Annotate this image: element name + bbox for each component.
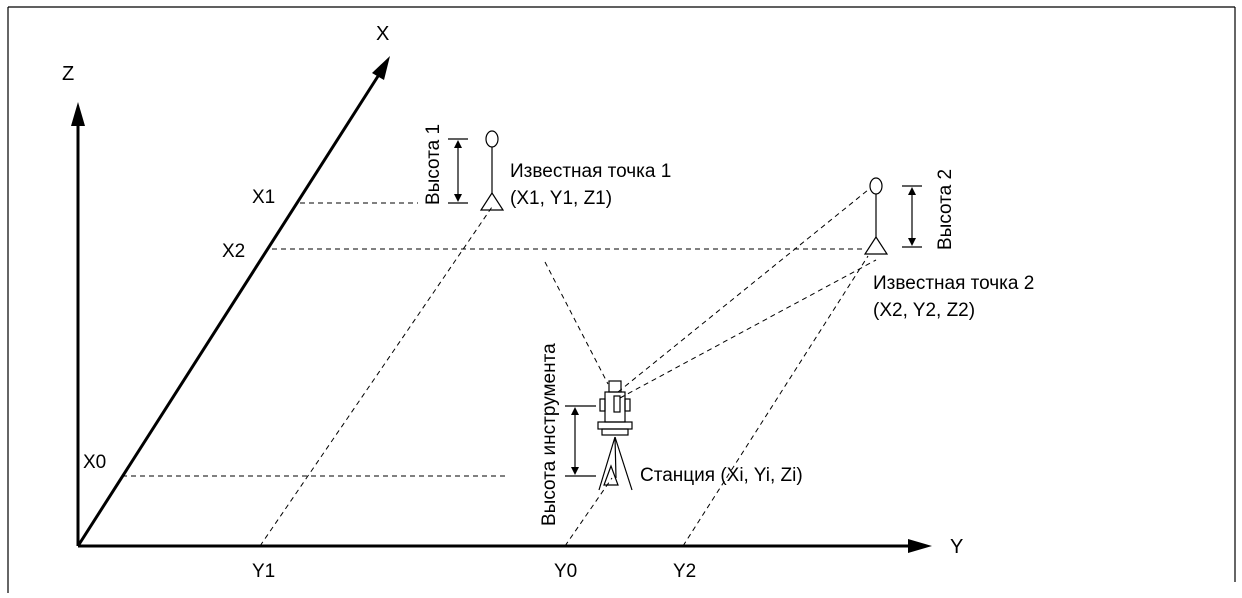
height-2-dimension <box>902 185 922 248</box>
total-station-icon <box>597 380 633 491</box>
point-marker-icon <box>863 235 889 255</box>
known-point-1-label: Известная точка 1 <box>510 161 671 182</box>
tick-y2: Y2 <box>673 561 696 582</box>
point-marker-icon <box>479 191 505 211</box>
tick-x1: X1 <box>252 187 275 208</box>
prism-target-icon <box>485 130 499 148</box>
y-axis-label: Y <box>950 536 963 558</box>
tick-x0: X0 <box>83 452 106 473</box>
frame <box>7 6 1236 593</box>
known-point-2-label: Известная точка 2 <box>873 273 1034 294</box>
station-label: Станция (Xi, Yi, Zi) <box>640 465 803 486</box>
instrument-height-dimension <box>565 405 596 477</box>
z-axis-arrowhead <box>71 102 85 126</box>
projection-lines <box>122 189 877 547</box>
known-point-2-coords: (X2, Y2, Z2) <box>873 300 975 321</box>
known-point-2 <box>863 177 889 255</box>
height-1-label: Высота 1 <box>423 124 444 205</box>
tick-x2: X2 <box>222 241 245 262</box>
prism-target-icon <box>869 177 883 195</box>
instrument-height-label: Высота инструмента <box>539 343 560 526</box>
height-2-label: Высота 2 <box>935 169 956 250</box>
y-axis <box>78 539 932 553</box>
x-axis-label: X <box>376 23 389 45</box>
height-1-dimension <box>448 138 468 204</box>
tick-y1: Y1 <box>252 561 275 582</box>
known-point-1-coords: (X1, Y1, Z1) <box>510 188 612 209</box>
x-axis-arrowhead <box>372 56 390 80</box>
y-axis-arrowhead <box>908 539 932 553</box>
tick-y0: Y0 <box>554 561 577 582</box>
z-axis-label: Z <box>62 63 74 85</box>
x-axis <box>76 56 390 547</box>
z-axis <box>71 102 85 546</box>
known-point-1 <box>479 130 505 211</box>
